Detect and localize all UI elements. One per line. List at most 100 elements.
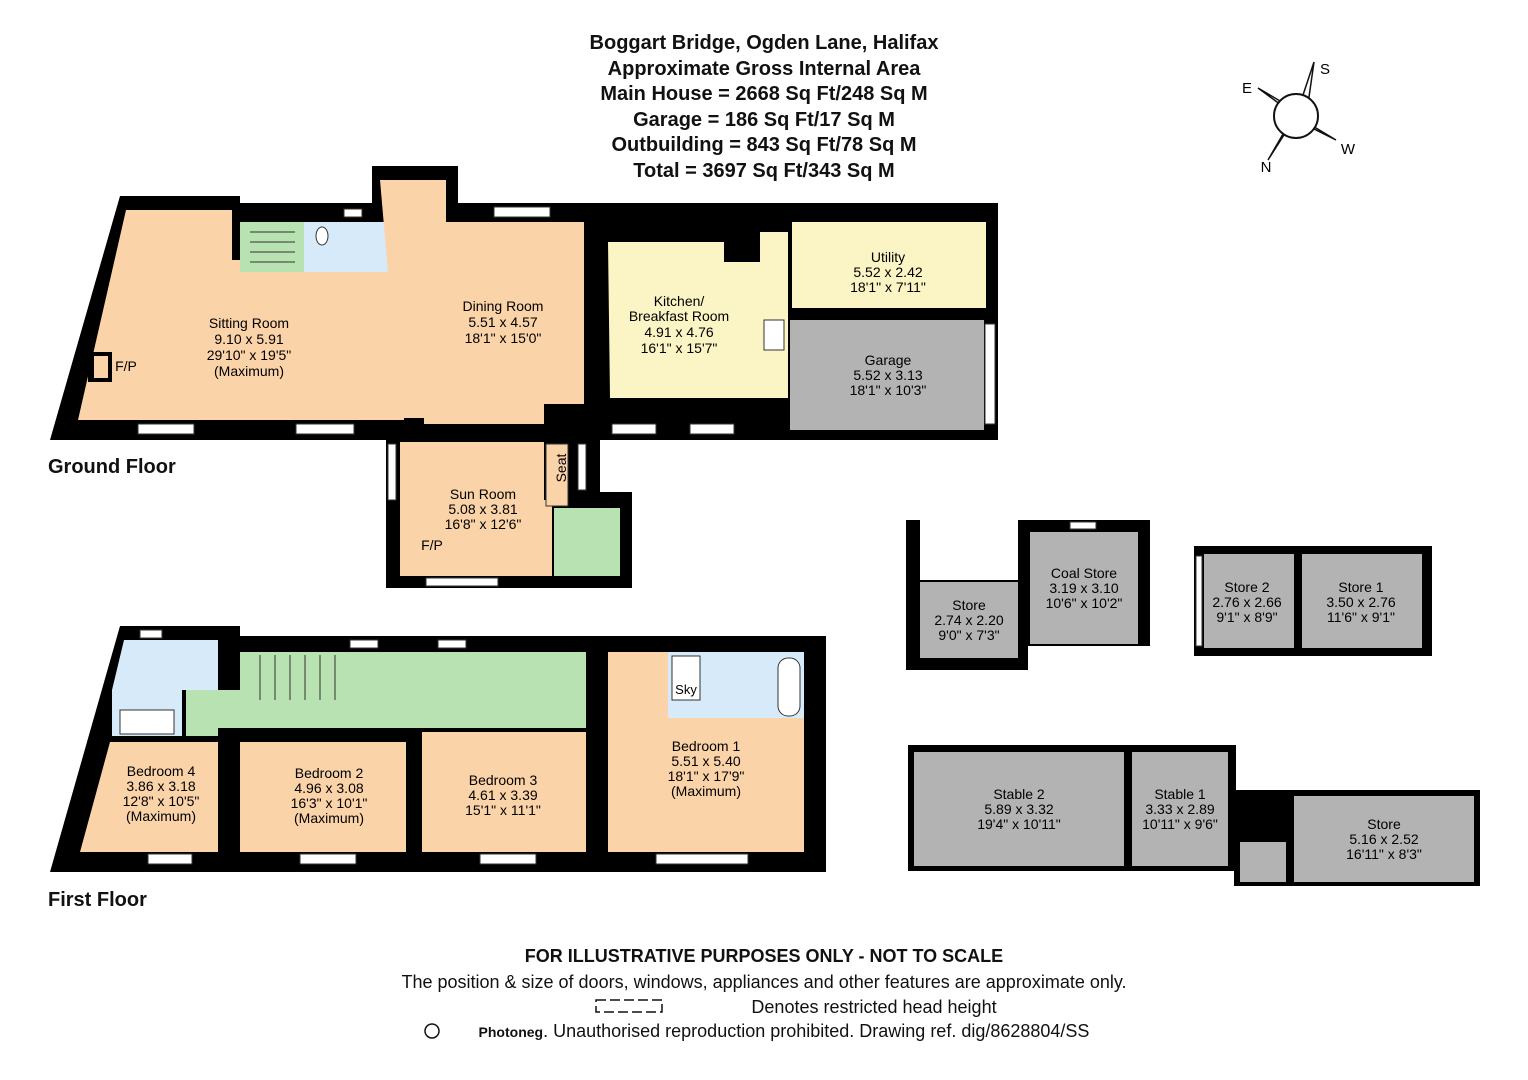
restricted-height-symbol	[595, 999, 663, 1013]
bedroom-2	[240, 742, 406, 852]
ground-floor-plan	[50, 166, 998, 588]
bedroom-4	[80, 742, 218, 852]
bedroom-1-note: (Maximum)	[671, 783, 741, 799]
compass-e: E	[1242, 80, 1252, 97]
bedroom-2-note: (Maximum)	[294, 810, 364, 826]
small-store-room	[920, 582, 1018, 658]
stair-hall	[240, 222, 304, 272]
bedroom-1-name: Bedroom 1	[672, 738, 741, 754]
stable-1-room	[1132, 752, 1228, 866]
small-annex-room	[1240, 842, 1286, 882]
bedroom-1-metric: 5.51 x 5.40	[671, 753, 740, 769]
garage-area: Garage = 186 Sq Ft/17 Sq M	[633, 108, 895, 131]
copyright-icon	[424, 1023, 440, 1039]
bedroom-2-metric: 4.96 x 3.08	[294, 780, 363, 796]
first-floor-labels: Bedroom 4 3.86 x 3.18 12'8" x 10'5" (Max…	[123, 682, 745, 826]
garage-imperial: 18'1" x 10'3"	[850, 382, 927, 398]
garage-room	[790, 320, 984, 430]
sitting-room	[78, 210, 404, 420]
sun-room-metric: 5.08 x 3.81	[448, 501, 517, 517]
bedroom-3-imperial: 15'1" x 11'1"	[465, 802, 541, 818]
kitchen-room	[608, 232, 788, 398]
utility-imperial: 18'1" x 7'11"	[850, 279, 926, 295]
stable-1-name: Stable 1	[1154, 786, 1206, 802]
stable-2-imperial: 19'4" x 10'11"	[977, 816, 1061, 832]
first-landing	[186, 652, 586, 736]
small-store-imperial: 9'0" x 7'3"	[938, 627, 999, 643]
dining-room	[380, 180, 584, 424]
garage-name: Garage	[865, 352, 912, 368]
bedroom-4-name: Bedroom 4	[127, 763, 196, 779]
bedroom-4-imperial: 12'8" x 10'5"	[123, 793, 200, 809]
copyright-line: Photoneg. Unauthorised reproduction proh…	[314, 1021, 1214, 1042]
ground-floor-label: Ground Floor	[48, 456, 176, 478]
sky-label: Sky	[675, 682, 697, 697]
area-title: Approximate Gross Internal Area	[607, 57, 921, 80]
first-floor-plan	[50, 626, 826, 872]
kitchen-metric: 4.91 x 4.76	[644, 324, 713, 340]
coal-store-name: Coal Store	[1051, 565, 1117, 581]
store-2-name: Store 2	[1224, 579, 1269, 595]
store-1-metric: 3.50 x 2.76	[1326, 594, 1395, 610]
sun-room	[400, 442, 552, 576]
sitting-room-name: Sitting Room	[209, 315, 289, 331]
dining-room-name: Dining Room	[463, 298, 544, 314]
compass-w: W	[1341, 141, 1356, 158]
bedroom-4-metric: 3.86 x 3.18	[126, 778, 195, 794]
utility-metric: 5.52 x 2.42	[853, 264, 922, 280]
utility-name: Utility	[871, 249, 905, 265]
bedroom-2-imperial: 16'3" x 10'1"	[291, 795, 368, 811]
large-store-name: Store	[1367, 816, 1401, 832]
sitting-fp-label: F/P	[115, 358, 137, 374]
store-2-metric: 2.76 x 2.66	[1212, 594, 1281, 610]
ground-wc	[304, 222, 388, 272]
bedroom-3	[422, 732, 586, 852]
large-store-room	[1294, 796, 1474, 882]
coal-store-metric: 3.19 x 3.10	[1049, 580, 1118, 596]
disclaimer-text: The position & size of doors, windows, a…	[401, 972, 1127, 992]
large-store-metric: 5.16 x 2.52	[1349, 831, 1418, 847]
compass-n: N	[1261, 159, 1272, 176]
dining-room-metric: 5.51 x 4.57	[468, 314, 537, 330]
kitchen-name-line2: Breakfast Room	[629, 308, 729, 324]
store-1-imperial: 11'6" x 9'1"	[1327, 609, 1395, 625]
utility-room	[792, 222, 986, 308]
sitting-room-imperial: 29'10" x 19'5"	[207, 347, 292, 363]
compass-s: S	[1320, 61, 1330, 78]
sun-room-annex	[554, 508, 620, 576]
bedroom-4-note: (Maximum)	[126, 808, 196, 824]
garage-metric: 5.52 x 3.13	[853, 367, 922, 383]
small-store-metric: 2.74 x 2.20	[934, 612, 1003, 628]
store-1-name: Store 1	[1338, 579, 1383, 595]
brand-name: Photoneg	[478, 1024, 544, 1040]
disclaimer-title: FOR ILLUSTRATIVE PURPOSES ONLY - NOT TO …	[524, 946, 1004, 966]
sitting-room-metric: 9.10 x 5.91	[214, 331, 283, 347]
kitchen-name-line1: Kitchen/	[654, 293, 705, 309]
plan-header: Boggart Bridge, Ogden Lane, Halifax Appr…	[414, 31, 1114, 184]
main-house-area: Main House = 2668 Sq Ft/248 Sq M	[600, 83, 928, 105]
outbuildings	[906, 520, 1480, 886]
stable-2-metric: 5.89 x 3.32	[984, 801, 1053, 817]
store-2-room	[1204, 554, 1294, 648]
large-store-imperial: 16'11" x 8'3"	[1346, 846, 1422, 862]
total-area: Total = 3697 Sq Ft/343 Sq M	[633, 159, 895, 182]
stable-2-room	[914, 752, 1124, 866]
bedroom-2-name: Bedroom 2	[295, 765, 364, 781]
bedroom-3-metric: 4.61 x 3.39	[468, 787, 537, 803]
stable-1-metric: 3.33 x 2.89	[1145, 801, 1214, 817]
sun-room-imperial: 16'8" x 12'6"	[445, 516, 522, 532]
dining-room-imperial: 18'1" x 15'0"	[465, 330, 542, 346]
compass-rose-icon: E S N W	[1242, 61, 1356, 176]
ground-floor-labels: Sitting Room 9.10 x 5.91 29'10" x 19'5" …	[115, 249, 926, 553]
stable-1-imperial: 10'11" x 9'6"	[1142, 816, 1218, 832]
store-1-room	[1302, 554, 1422, 648]
restricted-height-note: Denotes restricted head height	[751, 997, 997, 1017]
stable-2-name: Stable 2	[993, 786, 1045, 802]
bedroom-3-name: Bedroom 3	[469, 772, 538, 788]
sun-room-name: Sun Room	[450, 486, 516, 502]
kitchen-imperial: 16'1" x 15'7"	[641, 340, 718, 356]
outbuilding-labels: Store 2.74 x 2.20 9'0" x 7'3" Coal Store…	[934, 565, 1422, 862]
small-store-name: Store	[952, 597, 986, 613]
store-2-imperial: 9'1" x 8'9"	[1216, 609, 1277, 625]
